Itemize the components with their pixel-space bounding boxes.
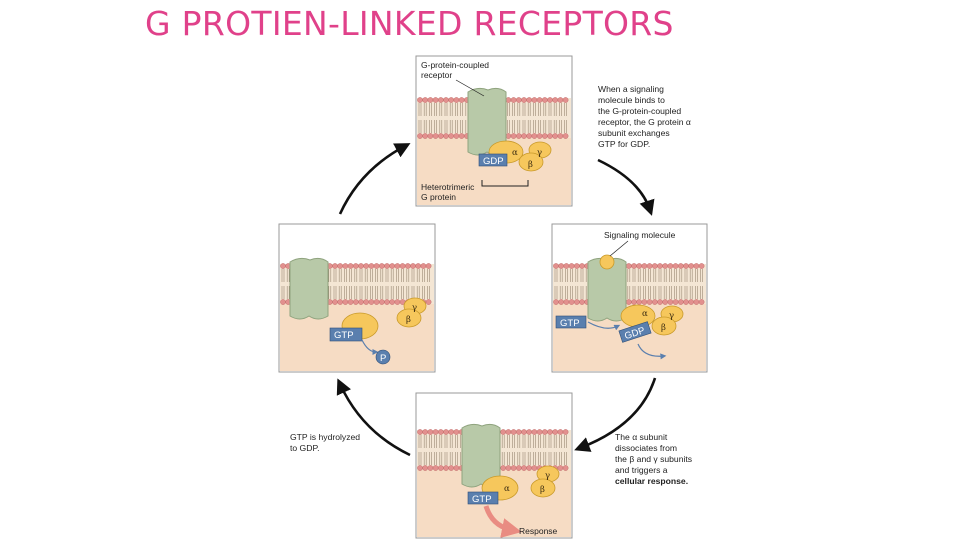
cycle-arrow-bottom-to-left [336,378,411,457]
beta-label: β [528,160,533,170]
caption-bottom-left: GTP is hydrolyzed to GDP. [290,432,362,453]
gamma-label: γ [537,148,542,158]
gtp-box-right [555,315,587,329]
beta-label: β [406,315,411,325]
panel-bottom: α γ β GTP Response [415,392,573,539]
phosphate-circle [375,349,391,365]
gtp-label-left: GTP [334,330,354,341]
gdp-box-right [618,321,652,343]
gtp-label-right: GTP [560,318,580,329]
response-arrow [483,505,522,538]
gtp-label-bottom: GTP [472,494,492,505]
gamma-label: γ [545,471,550,481]
cycle-arrow-left-to-top [338,143,411,215]
alpha-label: α [642,309,648,319]
alpha-label: α [504,484,510,494]
label-receptor: G-protein-coupled receptor [421,60,491,80]
label-response: Response [519,526,558,536]
beta-label: β [661,323,666,333]
receptor-left [289,257,329,320]
gdp-label-top: GDP [483,156,504,167]
label-gprotein: Heterotrimeric G protein [421,182,477,202]
beta-subunit-top [518,152,544,172]
gtp-box-left [329,327,363,342]
hydrolysis-arrow [361,339,379,355]
beta-subunit-left [396,308,422,328]
cycle-arrow-top-to-right [597,158,655,216]
gdp-out-arrow [637,343,667,360]
cycle-arrow-right-to-bottom [574,377,657,452]
gamma-label: γ [669,311,674,321]
receptor-leader [455,79,485,97]
beta-subunit-right [651,316,677,336]
caption-bottom-right: The α subunit dissociates from the β and… [615,432,694,486]
gdp-box-top [478,153,508,167]
membrane-right [553,263,706,305]
gprotein-bracket [481,180,529,187]
gtp-in-arrow [587,321,621,331]
signal-leader [609,240,629,257]
gtp-box-bottom [467,491,499,505]
alpha-subunit-right [620,304,656,328]
label-signal: Signaling molecule [604,230,676,240]
signaling-molecule [599,254,615,270]
panel-right: Signaling molecule α γ β GTP GDP [551,223,708,373]
beta-subunit-bottom [530,478,556,498]
caption-top-right: When a signaling molecule binds to the G… [598,84,693,149]
beta-label: β [540,485,545,495]
panel-top: α γ β GDP G-protein-coupled receptor Het… [415,55,573,207]
panel-left: γ β GTP P [278,223,436,373]
phosphate-label: P [380,353,386,364]
alpha-label: α [512,148,518,158]
gamma-label: γ [412,303,417,313]
page-title: G PROTIEN-LINKED RECEPTORS [145,4,674,43]
